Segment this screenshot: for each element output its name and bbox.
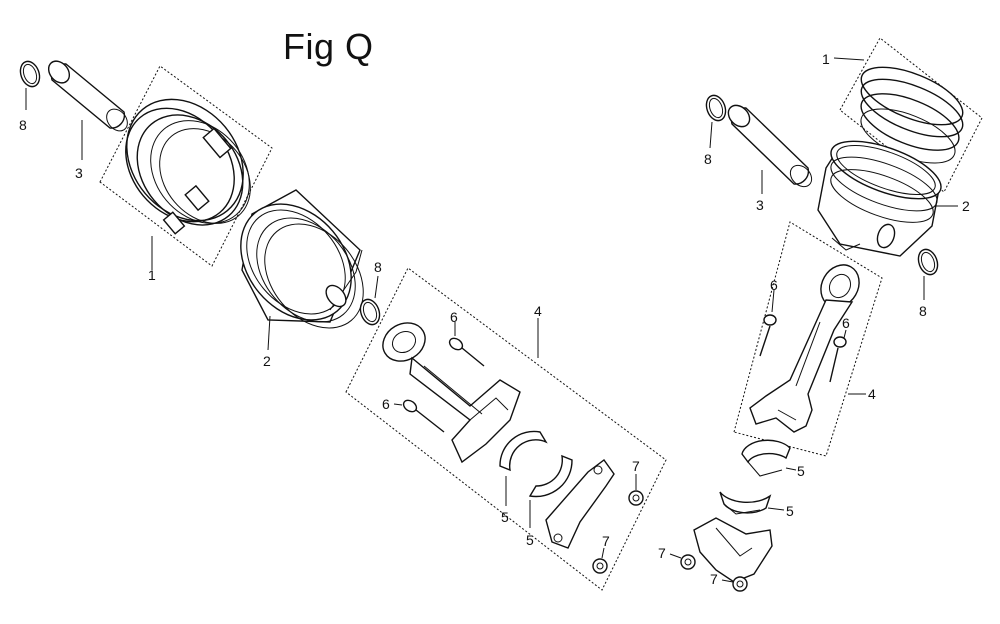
callout-right-bearing-b: 5 (786, 503, 794, 519)
callout-right-nut-left: 7 (658, 545, 666, 561)
callout-right-clip-right: 8 (919, 303, 927, 319)
callout-left-clip-mid: 8 (374, 259, 382, 275)
callout-right-bolt-right: 6 (842, 315, 850, 331)
rod-nut-right-right-assembly (721, 576, 748, 592)
piston-right (817, 140, 958, 257)
connecting-rod-left (345, 267, 667, 591)
callout-left-bearing-b: 5 (526, 532, 534, 548)
piston-pin-right (727, 104, 813, 194)
bearing-half-right-b (719, 491, 785, 515)
callout-right-rod-assembly: 4 (868, 386, 876, 402)
callout-right-pin: 3 (756, 197, 764, 213)
callout-left-bearing-a: 5 (501, 509, 509, 525)
callout-right-clip-top: 8 (704, 151, 712, 167)
rod-nut-lower-left (592, 547, 608, 574)
callout-right-bearing-a: 5 (797, 463, 805, 479)
rod-cap-right (693, 517, 773, 583)
rod-bolt-left-right-assembly (759, 289, 777, 357)
rod-bolt-lower-left (393, 399, 445, 433)
callout-left-clip-top: 8 (19, 117, 27, 133)
bearing-half-left-a (499, 430, 548, 506)
callout-right-rings: 1 (822, 51, 830, 67)
callout-right-bolt-left: 6 (770, 277, 778, 293)
callout-right-nut-right: 7 (710, 571, 718, 587)
circlip-right-top (705, 94, 727, 149)
circlip-right-mid (917, 248, 939, 300)
piston-rings-left (99, 65, 273, 270)
bearing-half-left-b (528, 454, 573, 528)
piston-left (240, 189, 364, 351)
callout-left-nut-lower: 7 (602, 533, 610, 549)
callout-right-piston: 2 (962, 198, 970, 214)
connecting-rod-right (669, 221, 883, 592)
callout-left-rings: 1 (148, 267, 156, 283)
callout-left-piston: 2 (263, 353, 271, 369)
bearing-half-right-a (741, 439, 797, 477)
rod-nut-upper-left (628, 474, 644, 506)
circlip-left-top (19, 60, 41, 110)
figure-title: Fig Q (283, 26, 374, 67)
callout-left-bolt-lower: 6 (382, 396, 390, 412)
rod-bolt-right-right-assembly (829, 329, 847, 383)
piston-pin-left (47, 60, 128, 160)
rod-bolt-upper-left (448, 322, 485, 367)
callout-left-bolt-upper: 6 (450, 309, 458, 325)
rod-nut-left-right-assembly (669, 553, 696, 570)
rod-cap-left (545, 459, 615, 549)
circlip-left-mid (359, 275, 381, 326)
callout-left-pin: 3 (75, 165, 83, 181)
callout-left-rod-assembly: 4 (534, 303, 542, 319)
callout-left-nut-upper: 7 (632, 458, 640, 474)
